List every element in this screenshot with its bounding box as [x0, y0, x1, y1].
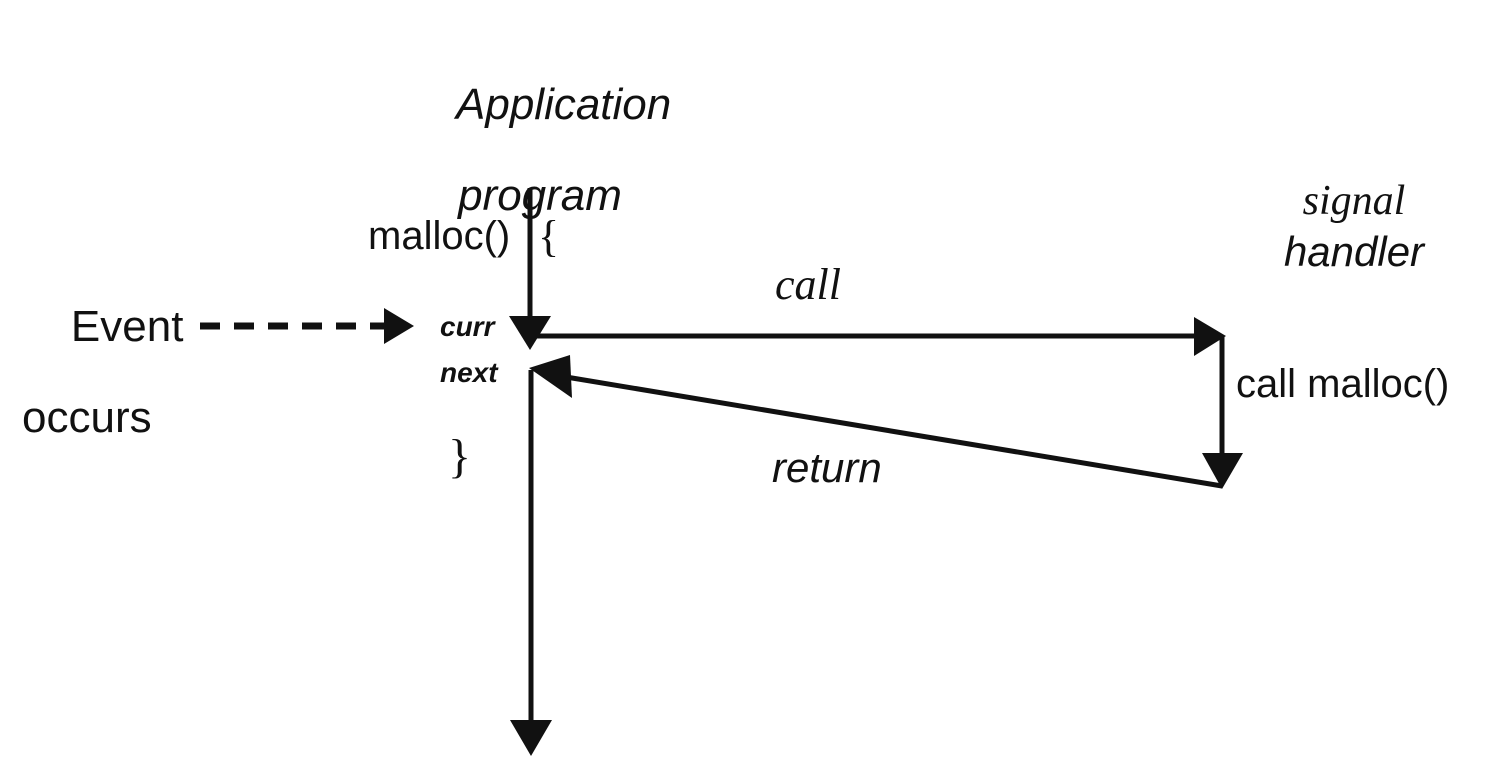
open-brace-label: {: [538, 212, 560, 261]
call-edge: [530, 317, 1226, 356]
event-occurs-line1: Event: [70, 301, 184, 351]
close-brace-label: }: [448, 430, 472, 483]
application-program-label: Application program: [400, 36, 680, 311]
application-continue-edge: [510, 370, 552, 756]
application-program-line1: Application: [456, 79, 672, 129]
curr-pointer-label: curr: [440, 311, 495, 342]
event-occurs-line2: occurs: [22, 393, 152, 443]
application-entry-edge: [509, 188, 551, 350]
event-occurs-label: Event occurs: [22, 258, 183, 533]
handler-body-edge: [1202, 336, 1243, 489]
signal-handler-label-line1: signal: [1302, 178, 1406, 224]
signal-handler-label-line2: handler: [1283, 228, 1425, 275]
next-pointer-label: next: [440, 357, 498, 388]
call-edge-label: call: [775, 260, 841, 309]
event-trigger-edge: [200, 308, 414, 344]
malloc-call-label: malloc(): [368, 214, 511, 258]
call-malloc-label: call malloc(): [1236, 362, 1450, 406]
application-program-line2: program: [458, 171, 622, 221]
return-edge: [529, 355, 1223, 489]
return-edge-label: return: [772, 444, 882, 491]
